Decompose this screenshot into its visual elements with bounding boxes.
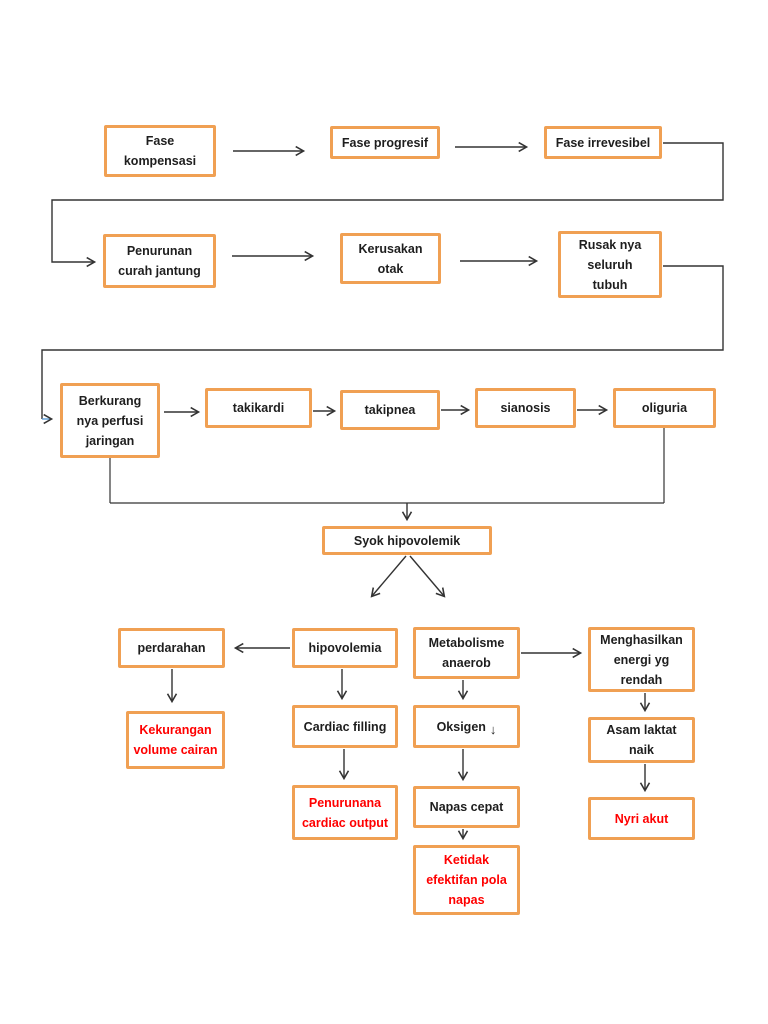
node-fase-irrevesibel: Fase irrevesibel [544,126,662,159]
node-penurunana-cardiac-output: Penurunana cardiac output [292,785,398,840]
node-sianosis: sianosis [475,388,576,428]
node-takikardi: takikardi [205,388,312,428]
node-menghasilkan-energi-yg-rendah: Menghasilkan energi yg rendah [588,627,695,692]
node-hipovolemia: hipovolemia [292,628,398,668]
oksigen-label: Oksigen [436,719,486,734]
node-rusak-nya-seluruh-tubuh: Rusak nya seluruh tubuh [558,231,662,298]
node-oliguria: oliguria [613,388,716,428]
node-penurunan-curah-jantung: Penurunan curah jantung [103,234,216,288]
node-takipnea: takipnea [340,390,440,430]
node-fase-progresif: Fase progresif [330,126,440,159]
down-arrow-icon: ↓ [489,721,497,737]
connector-fase-irrevesibel-to-penurunan [51,142,724,268]
node-cardiac-filling: Cardiac filling [292,705,398,748]
node-ketidak-efektifan-pola-napas: Ketidak efektifan pola napas [413,845,520,915]
node-asam-laktat-naik: Asam laktat naik [588,717,695,763]
node-berkurang-nya-perfusi-jaringan: Berkurang nya perfusi jaringan [60,383,160,458]
node-kekurangan-volume-cairan: Kekurangan volume cairan [126,711,225,769]
connector-rusak-tubuh-to-berkurang [41,265,724,419]
node-kerusakan-otak: Kerusakan otak [340,233,441,284]
node-oksigen: Oksigen↓ [413,705,520,748]
node-napas-cepat: Napas cepat [413,786,520,828]
node-metabolisme-anaerob: Metabolisme anaerob [413,627,520,679]
arrow-syok-to-metabolisme [409,555,446,598]
node-syok-hipovolemik: Syok hipovolemik [322,526,492,555]
node-nyri-akut: Nyri akut [588,797,695,840]
node-perdarahan: perdarahan [118,628,225,668]
arrow-syok-to-hipovolemia [370,555,407,598]
node-fase-kompensasi: Fase kompensasi [104,125,216,177]
